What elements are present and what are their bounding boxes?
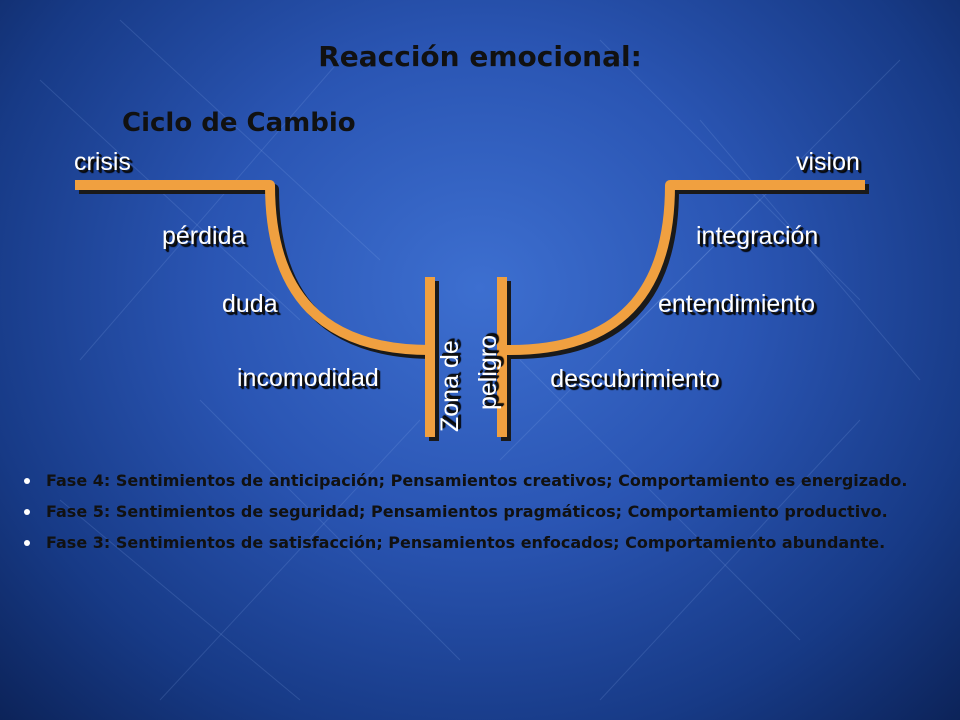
- label-descubrimiento: descubrimiento: [550, 365, 720, 393]
- label-incomodidad: incomodidad: [237, 364, 379, 392]
- right-curve: [504, 180, 865, 356]
- left-curve-shadow: [79, 184, 440, 360]
- diagram-subtitle: Ciclo de Cambio: [122, 108, 356, 138]
- list-item: Fase 4: Sentimientos de anticipación; Pe…: [24, 470, 924, 491]
- list-item: Fase 3: Sentimientos de satisfacción; Pe…: [24, 532, 924, 553]
- phase-list: Fase 4: Sentimientos de anticipación; Pe…: [24, 470, 924, 563]
- bullet-icon: [24, 478, 30, 484]
- label-zona-de: Zona de: [436, 340, 464, 432]
- list-item: Fase 5: Sentimientos de seguridad; Pensa…: [24, 501, 924, 522]
- right-curve-shadow: [508, 184, 869, 360]
- bullet-icon: [24, 509, 30, 515]
- label-entendimiento: entendimiento: [658, 290, 816, 318]
- label-crisis: crisis: [74, 148, 131, 176]
- label-perdida: pérdida: [162, 222, 246, 250]
- label-vision: vision: [796, 148, 860, 176]
- label-integracion: integración: [696, 222, 819, 250]
- label-peligro: peligro: [474, 334, 502, 410]
- label-duda: duda: [222, 290, 278, 318]
- bullet-icon: [24, 540, 30, 546]
- page-title: Reacción emocional:: [318, 40, 642, 73]
- left-curve: [75, 180, 436, 356]
